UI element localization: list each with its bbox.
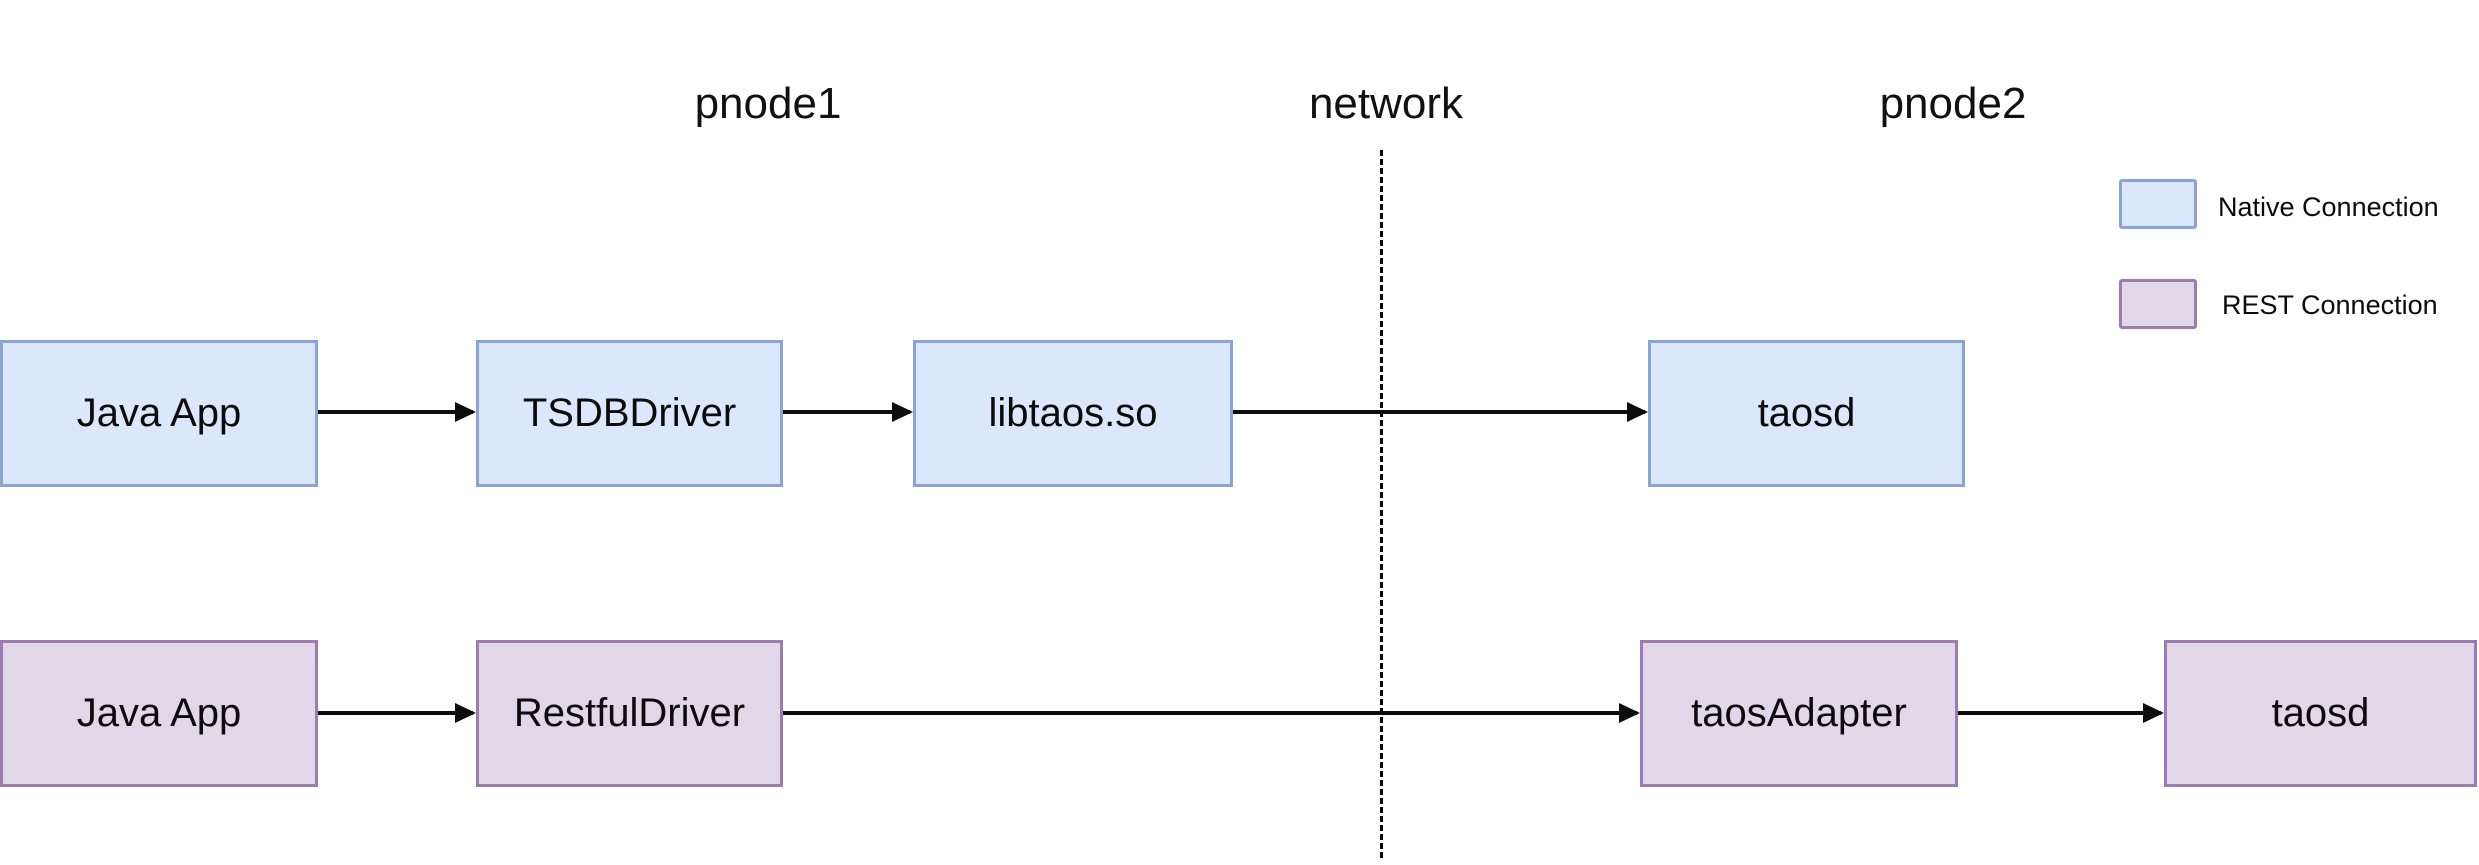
node-java-app-rest: Java App — [0, 640, 318, 787]
node-label: TSDBDriver — [522, 391, 737, 435]
legend-swatch-rest-connection — [2119, 279, 2197, 329]
region-label-network: network — [1308, 79, 1464, 128]
node-taosd-rest: taosd — [2164, 640, 2477, 787]
node-taosd-native: taosd — [1648, 340, 1965, 487]
arrow-tsdbdriver-to-libtaos — [783, 410, 910, 414]
node-restfuldriver: RestfulDriver — [476, 640, 783, 787]
node-taosadapter: taosAdapter — [1640, 640, 1958, 787]
network-boundary-dashed-line — [1380, 150, 1383, 858]
arrow-taosadapter-to-taosd — [1958, 711, 2161, 715]
region-label-pnode1: pnode1 — [694, 79, 842, 128]
node-label: taosd — [2271, 691, 2370, 735]
arrow-restfuldriver-to-taosadapter — [783, 711, 1637, 715]
node-label: Java App — [76, 691, 242, 735]
node-java-app-native: Java App — [0, 340, 318, 487]
node-label: RestfulDriver — [513, 691, 746, 735]
region-label-pnode2: pnode2 — [1879, 79, 2027, 128]
node-label: Java App — [76, 391, 242, 435]
legend-swatch-native-connection — [2119, 179, 2197, 229]
node-label: libtaos.so — [988, 391, 1158, 435]
node-label: taosd — [1757, 391, 1856, 435]
arrow-javaapp-to-tsdbdriver — [318, 410, 473, 414]
arrow-libtaos-to-taosd — [1233, 410, 1645, 414]
arrow-javaapp-to-restfuldriver — [318, 711, 473, 715]
legend-label-rest-connection: REST Connection — [2222, 289, 2438, 320]
node-label: taosAdapter — [1691, 691, 1907, 735]
legend-label-native-connection: Native Connection — [2218, 191, 2439, 222]
node-tsdbdriver: TSDBDriver — [476, 340, 783, 487]
node-libtaos-so: libtaos.so — [913, 340, 1233, 487]
